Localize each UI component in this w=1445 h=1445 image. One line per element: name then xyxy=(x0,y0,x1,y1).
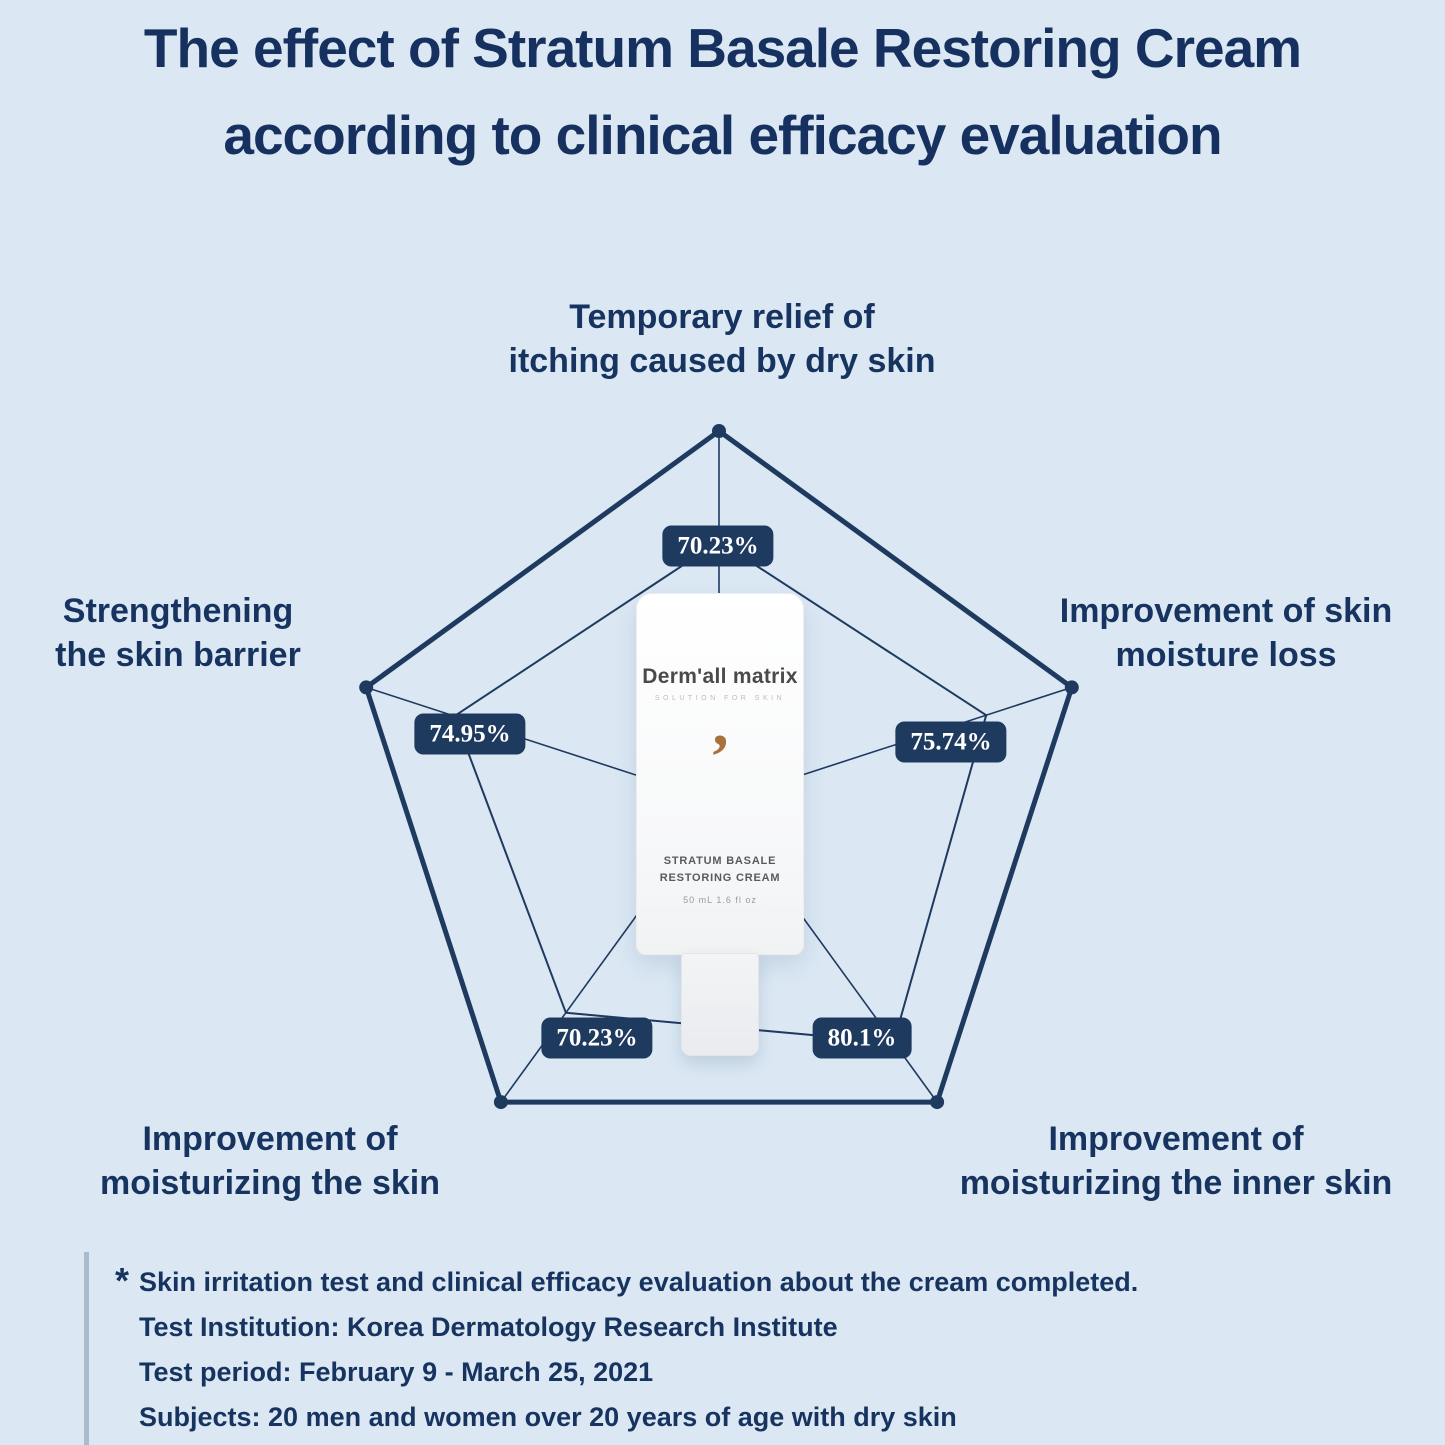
axis-label-line: moisture loss xyxy=(1115,635,1337,674)
axis-label-itching-relief: Temporary relief of itching caused by dr… xyxy=(508,296,935,383)
product-tube-cap xyxy=(681,953,759,1056)
value-badge-skin-barrier: 74.95% xyxy=(414,713,526,755)
footnote-line-institution: Test Institution: Korea Dermatology Rese… xyxy=(139,1312,838,1343)
axis-label-line: moisturizing the inner skin xyxy=(959,1163,1393,1202)
radar-vertex-dot xyxy=(930,1095,945,1110)
page-title-line-2: according to clinical efficacy evaluatio… xyxy=(223,104,1222,166)
axis-label-line: Improvement of xyxy=(142,1120,398,1158)
value-badge-moisturizing-inner-skin: 80.1% xyxy=(812,1017,912,1059)
axis-label-moisturizing-skin: Improvement of moisturizing the skin xyxy=(100,1118,440,1205)
product-brand-tagline: SOLUTION FOR SKIN xyxy=(654,695,786,702)
axis-label-moisturizing-inner-skin: Improvement of moisturizing the inner sk… xyxy=(960,1118,1393,1205)
product-name-line-2: RESTORING CREAM xyxy=(659,871,781,884)
value-badge-moisturizing-skin: 70.23% xyxy=(541,1017,653,1059)
product-volume: 50 mL 1.6 fl oz xyxy=(683,895,757,905)
footnote-line-period: Test period: February 9 - March 25, 2021 xyxy=(139,1357,654,1388)
product-name-line-1: STRATUM BASALE xyxy=(663,855,777,867)
product-name: STRATUM BASALE RESTORING CREAM xyxy=(636,853,804,886)
axis-label-line: Temporary relief of xyxy=(569,298,875,336)
product-comma-mark: ’ xyxy=(709,721,731,792)
radar-vertex-dot xyxy=(493,1095,508,1110)
radar-vertex-dot xyxy=(359,680,374,695)
value-badge-itching-relief: 70.23% xyxy=(662,525,774,567)
axis-label-moisture-loss: Improvement of skin moisture loss xyxy=(1060,590,1393,677)
axis-label-line: Improvement of xyxy=(1048,1120,1304,1158)
axis-label-line: Strengthening xyxy=(62,592,294,630)
value-badge-moisture-loss: 75.74% xyxy=(895,721,1007,763)
radar-outer-pentagon xyxy=(363,428,1075,1105)
product-brand-logo: Derm'all matrix xyxy=(642,665,798,688)
axis-label-line: moisturizing the skin xyxy=(99,1163,441,1202)
axis-label-skin-barrier: Strengthening the skin barrier xyxy=(55,590,301,677)
axis-label-line: Improvement of skin xyxy=(1059,592,1393,630)
radar-vertex-dot xyxy=(712,424,726,438)
footnote-line-subjects: Subjects: 20 men and women over 20 years… xyxy=(139,1402,957,1433)
radar-vertex-dot xyxy=(1064,680,1079,695)
axis-label-line: the skin barrier xyxy=(55,635,301,674)
footnote-asterisk: * xyxy=(115,1260,130,1301)
footnotes-section: * Skin irritation test and clinical effi… xyxy=(84,1252,1414,1445)
footnote-lines: Skin irritation test and clinical effica… xyxy=(139,1258,1138,1440)
footnote-line-completed: Skin irritation test and clinical effica… xyxy=(139,1267,1139,1297)
product-tube-body: Derm'all matrix SOLUTION FOR SKIN ’ STRA… xyxy=(636,593,804,955)
axis-label-line: itching caused by dry skin xyxy=(508,341,936,380)
page-title-line-1: The effect of Stratum Basale Restoring C… xyxy=(143,17,1302,79)
